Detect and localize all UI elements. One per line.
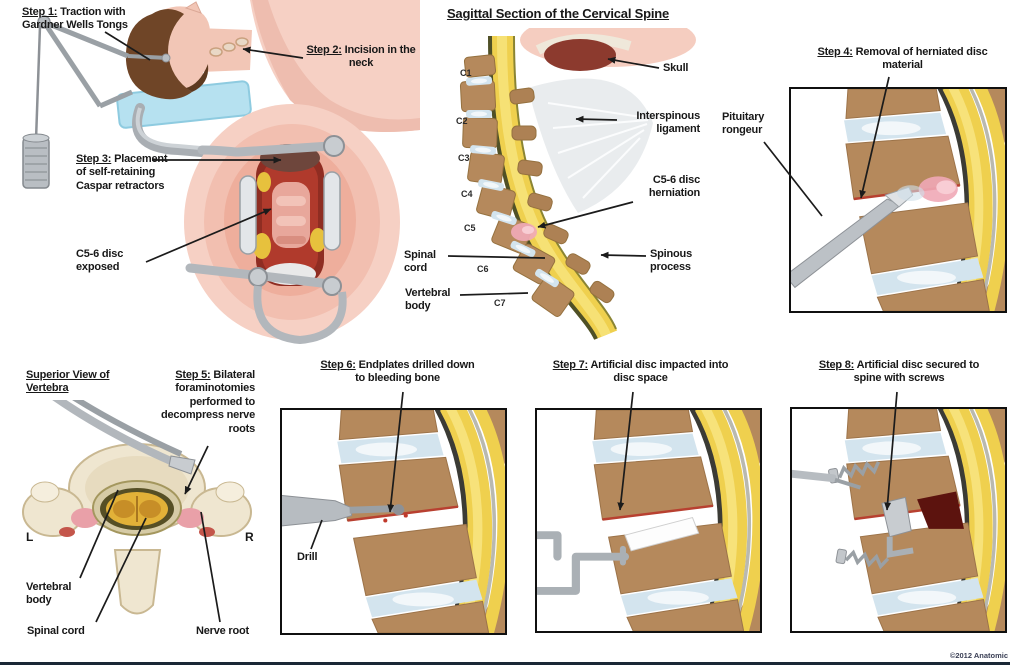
sagittal-section-illustration xyxy=(459,28,696,341)
step5-prefix: Step 5: xyxy=(175,369,211,381)
patient-torso xyxy=(250,0,420,132)
step2-text: Incision in the neck xyxy=(344,44,416,70)
vertebral-body-sagittal-label: Vertebral body xyxy=(405,287,451,313)
step3-prefix: Step 3: xyxy=(76,153,112,165)
disc-herniation-blob xyxy=(511,223,537,241)
pituitary-rongeur-tool xyxy=(791,185,925,289)
step3-label: Step 3: Placement of self-retaining Casp… xyxy=(76,153,168,193)
vertebra-label-c5: C5 xyxy=(464,223,476,233)
exposed-disc xyxy=(272,182,310,248)
vertebra-label-c6: C6 xyxy=(477,264,489,274)
spinous-processes xyxy=(509,87,615,304)
step4-label: Step 4: Removal of herniated disc materi… xyxy=(810,46,995,73)
spinous-process-label: Spinous process xyxy=(650,248,692,274)
skull-bone xyxy=(535,33,632,55)
spinal-cord-superior-label: Spinal cord xyxy=(27,625,85,637)
step5-text: Bilateral foraminotomies performed to de… xyxy=(160,369,255,435)
herniated-disc-material xyxy=(918,176,958,202)
vertebral-body-superior-label: Vertebral body xyxy=(26,581,72,607)
drill-label: Drill xyxy=(297,551,318,563)
step7-prefix: Step 7: xyxy=(552,359,588,371)
step6-illustration xyxy=(282,410,505,633)
step1-prefix: Step 1: xyxy=(22,6,58,18)
traction-and-retractor-illustration xyxy=(22,0,420,345)
step6-panel xyxy=(280,408,507,635)
table-frame-tube xyxy=(132,103,243,160)
secured-artificial-disc xyxy=(917,491,964,529)
step3-text: Placement of self-retaining Caspar retra… xyxy=(76,153,168,192)
step1-label: Step 1: Traction with Gardner Wells Tong… xyxy=(22,6,148,33)
step4-text: Removal of herniated disc material xyxy=(855,46,988,72)
skull-base-muscle xyxy=(544,39,616,71)
spinal-canal-and-cord xyxy=(92,480,182,536)
step8-label: Step 8: Artificial disc secured to spine… xyxy=(818,359,980,386)
vertebra-label-c7: C7 xyxy=(494,298,506,308)
vessel-left xyxy=(59,527,75,537)
right-marker: R xyxy=(245,530,254,544)
intervertebral-discs xyxy=(465,76,560,288)
step8-prefix: Step 8: xyxy=(818,359,855,371)
step8-panel xyxy=(790,407,1007,633)
step7-label: Step 7: Artificial disc impacted into di… xyxy=(548,359,733,386)
vertebra-label-c3: C3 xyxy=(458,153,470,163)
superior-vertebra-illustration xyxy=(22,400,252,615)
step1-text: Traction with Gardner Wells Tongs xyxy=(22,6,128,32)
step2-label: Step 2: Incision in the neck xyxy=(305,44,417,71)
copyright-text: ©2012 Anatomic xyxy=(949,651,1008,660)
left-marker: L xyxy=(26,530,34,544)
superior-view-title: Superior View of Vertebra xyxy=(26,369,110,395)
nerve-root-label: Nerve root xyxy=(196,625,250,637)
surgical-field xyxy=(184,104,400,345)
step4-prefix: Step 4: xyxy=(817,46,853,58)
vessel-right xyxy=(199,527,215,537)
step5-label: Step 5: Bilateral foraminotomies perform… xyxy=(158,369,255,436)
vertebra-label-c2: C2 xyxy=(456,116,468,126)
spinous-process-bone xyxy=(113,549,162,615)
screwdriver-tool xyxy=(792,469,861,490)
step7-illustration xyxy=(537,410,760,631)
vertebra-label-c4: C4 xyxy=(461,189,473,199)
step7-panel xyxy=(535,408,762,633)
artificial-disc-implant xyxy=(624,516,700,552)
sagittal-title: Sagittal Section of the Cervical Spine xyxy=(446,6,670,21)
step6-text: Endplates drilled down to bleeding bone xyxy=(355,359,475,385)
bottom-border-bar xyxy=(0,662,1010,665)
step2-prefix: Step 2: xyxy=(306,44,342,56)
step8-text: Artificial disc secured to spine with sc… xyxy=(853,359,980,385)
interspinous-ligament-label: Interspinous ligament xyxy=(636,110,700,136)
cervical-spine-hint xyxy=(209,37,249,57)
step7-text: Artificial disc impacted into disc space xyxy=(590,359,729,385)
ligament-fibers xyxy=(547,102,649,199)
step4-panel xyxy=(789,87,1007,313)
nerve-root-right xyxy=(176,508,204,528)
step6-prefix: Step 6: xyxy=(320,359,356,371)
skull-label: Skull xyxy=(663,62,689,74)
step8-illustration xyxy=(792,409,1005,631)
step6-label: Step 6: Endplates drilled down to bleedi… xyxy=(315,359,480,386)
vertebra-label-c1: C1 xyxy=(460,68,472,78)
traction-frame xyxy=(34,15,134,141)
interspinous-ligament-fan xyxy=(528,78,653,214)
traction-weight xyxy=(22,133,50,189)
step4-illustration xyxy=(791,89,1005,311)
pituitary-rongeur-label: Pituitary rongeur xyxy=(722,111,765,137)
c56-exposed-label: C5-6 disc exposed xyxy=(76,248,124,274)
spinal-cord-sagittal-label: Spinal cord xyxy=(404,249,436,275)
impactor-tool xyxy=(537,531,630,595)
c56-herniation-label: C5-6 disc herniation xyxy=(648,174,700,200)
